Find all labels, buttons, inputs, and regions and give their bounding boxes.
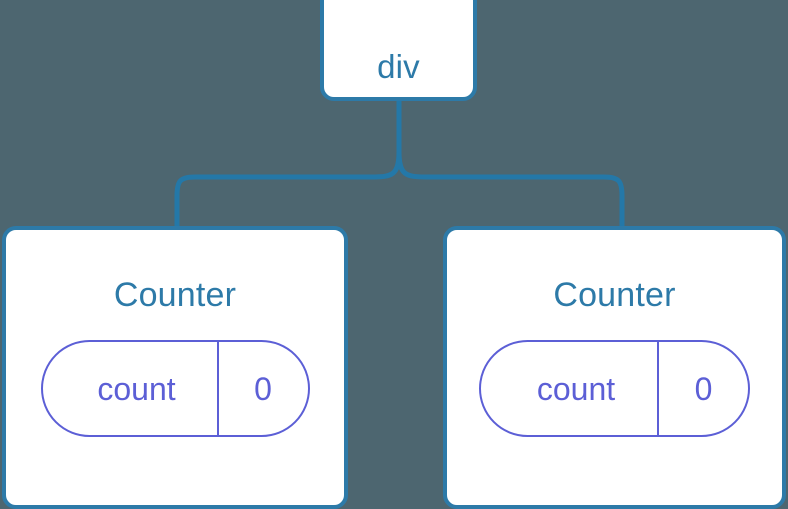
- node-counter-right[interactable]: Counter count 0: [443, 226, 786, 509]
- state-pill-left-key: count: [97, 370, 176, 407]
- state-pill-right[interactable]: count 0: [479, 340, 750, 437]
- node-counter-left[interactable]: Counter count 0: [2, 226, 348, 509]
- node-counter-left-label: Counter: [113, 276, 237, 314]
- connector-branch-right: [396, 151, 625, 228]
- state-pill-left[interactable]: count 0: [40, 340, 310, 437]
- state-pill-right-key: count: [536, 370, 616, 407]
- node-div[interactable]: div: [320, 0, 477, 101]
- node-div-label: div: [377, 48, 420, 85]
- tree-connector: [174, 100, 625, 228]
- state-pill-right-value: 0: [657, 342, 748, 435]
- node-counter-right-label: Counter: [553, 276, 676, 314]
- connector-branch-left: [174, 151, 402, 228]
- state-pill-left-value: 0: [216, 342, 308, 435]
